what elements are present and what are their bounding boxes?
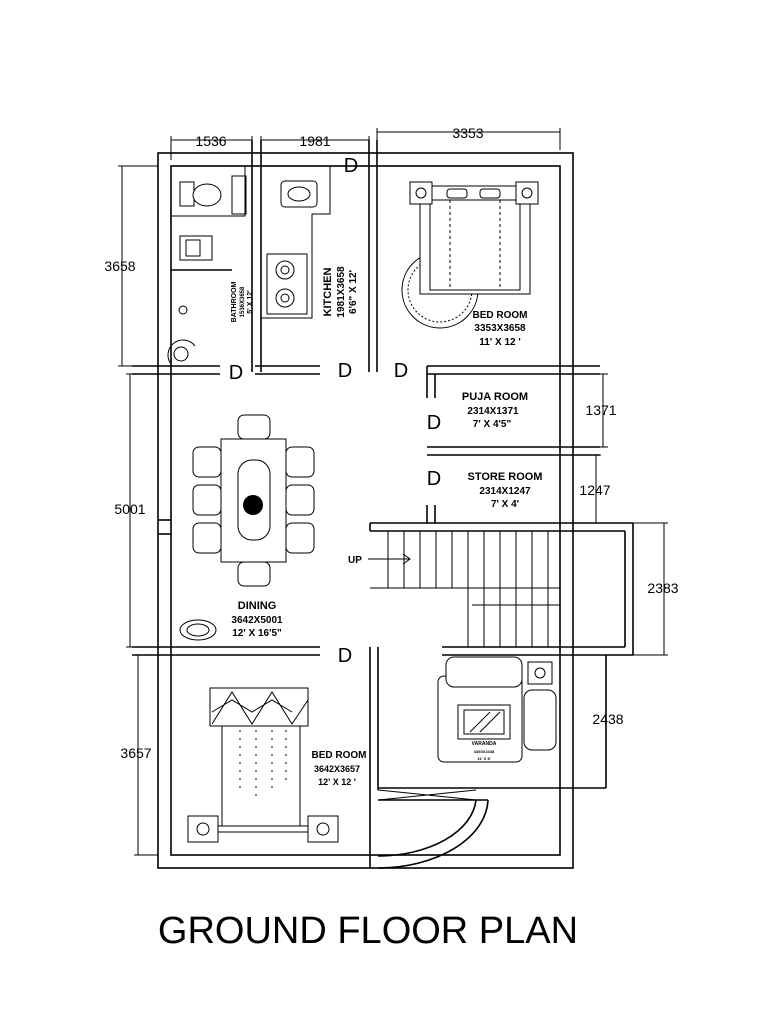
washbasin-icon — [173, 346, 189, 362]
entrance-arc — [377, 789, 489, 869]
kitchen-fixtures — [261, 165, 331, 319]
stair-up-label: UP — [348, 555, 362, 566]
bathroom-size: 1536X3658 — [240, 286, 246, 317]
bedroom-bottom-imperial: 12' X 12 ' — [318, 777, 356, 787]
dim-top-bed: 3353 — [452, 125, 483, 141]
kitchen-size: 1981X3658 — [336, 266, 347, 318]
outer-walls — [157, 152, 574, 869]
dining-table — [179, 414, 315, 641]
dim-left-dining: 5001 — [114, 501, 145, 517]
door-marker: D — [338, 360, 352, 382]
bedroom-top-size: 3353X3658 — [474, 323, 526, 334]
dimension-lines — [118, 128, 668, 856]
staircase: UP — [348, 531, 561, 647]
kitchen-name: KITCHEN — [322, 268, 334, 317]
store-name: STORE ROOM — [468, 471, 543, 483]
veranda-size: 3353X2438 — [474, 749, 495, 754]
puja-name: PUJA ROOM — [462, 391, 528, 403]
toilet-icon — [192, 183, 222, 207]
door-marker: D — [338, 645, 352, 667]
double-bed-icon — [221, 725, 301, 827]
bed-bottom — [187, 687, 339, 843]
coffee-table-icon — [457, 704, 511, 740]
sink-icon — [280, 180, 318, 208]
veranda-furniture — [437, 656, 557, 763]
bathroom-imperial: 5' X 12' — [247, 290, 254, 314]
door-marker: D — [344, 155, 358, 177]
dimension-labels: 1536 1981 3353 3658 5001 3657 1371 1247 … — [104, 125, 678, 761]
door-markers: D D D D D D D — [229, 155, 441, 667]
plan-title: GROUND FLOOR PLAN — [158, 910, 578, 952]
bathroom-fixtures — [167, 165, 247, 365]
armchair-icon — [523, 689, 557, 751]
veranda-imperial: 11' X 8' — [477, 756, 490, 761]
door-marker: D — [229, 362, 243, 384]
door-marker: D — [394, 360, 408, 382]
bedroom-bottom-size: 3642X3657 — [314, 764, 360, 774]
sofa-icon — [445, 656, 523, 688]
door-marker: D — [427, 412, 441, 434]
dim-left-bath: 3658 — [104, 258, 135, 274]
bathroom-name: BATHROOM — [231, 281, 238, 322]
stove-icon — [266, 253, 308, 315]
bedroom-top-name: BED ROOM — [473, 310, 528, 321]
bedroom-bottom-name: BED ROOM — [312, 750, 367, 761]
room-labels: BATHROOM 1536X3658 5' X 12' KITCHEN 1981… — [231, 266, 542, 787]
rug-icon — [209, 687, 309, 727]
kitchen-imperial: 6'6" X 12' — [348, 270, 359, 314]
dining-name: DINING — [238, 600, 277, 612]
dim-right-veranda: 2438 — [592, 711, 623, 727]
dim-right-store: 1247 — [579, 482, 610, 498]
dim-top-bath: 1536 — [195, 133, 226, 149]
dining-size: 3642X5001 — [231, 615, 283, 626]
dim-right-stair: 2383 — [647, 580, 678, 596]
dim-left-bed: 3657 — [120, 745, 151, 761]
puja-size: 2314X1371 — [467, 406, 519, 417]
dim-top-kitchen: 1981 — [299, 133, 330, 149]
bedroom-top-imperial: 11' X 12 ' — [479, 337, 520, 348]
puja-imperial: 7' X 4'5" — [473, 419, 512, 430]
door-marker: D — [427, 468, 441, 490]
washbasin-icon — [179, 619, 217, 641]
dining-imperial: 12' X 16'5" — [232, 628, 282, 639]
veranda-name: VARANDA — [472, 741, 497, 747]
store-imperial: 7' X 4' — [491, 499, 519, 510]
dim-right-puja: 1371 — [585, 402, 616, 418]
bed-top — [401, 181, 539, 329]
store-size: 2314X1247 — [479, 486, 531, 497]
